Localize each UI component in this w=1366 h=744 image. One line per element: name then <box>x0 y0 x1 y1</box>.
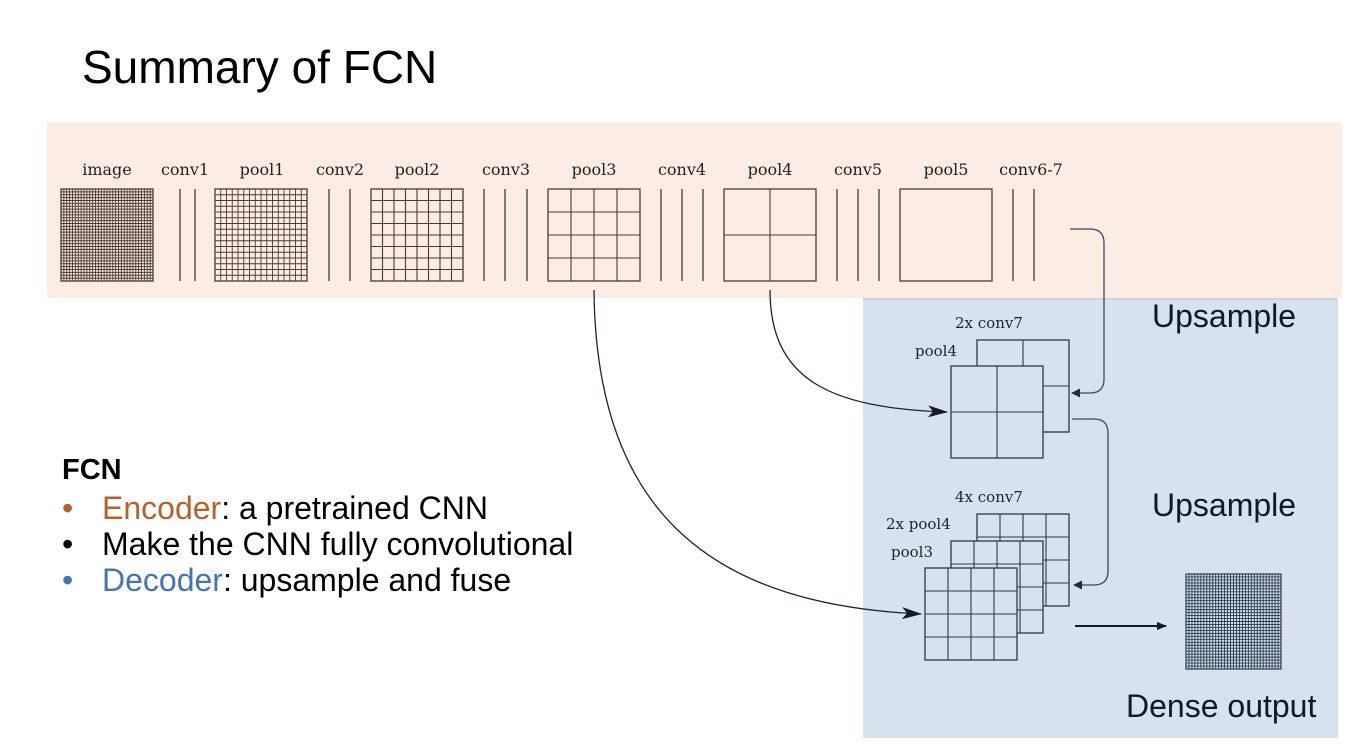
skip-arrow-pool4 <box>769 289 948 418</box>
layer-label-conv1: conv1 <box>160 160 210 179</box>
stage1-front-grid <box>950 365 1044 459</box>
layer-label-conv5: conv5 <box>833 160 883 179</box>
bullet-list: FCN • Encoder: a pretrained CNN • Make t… <box>62 452 573 598</box>
upsample-label-2: Upsample <box>1152 487 1297 523</box>
label-4x-conv7: 4x conv7 <box>955 488 1023 506</box>
dense-output-label: Dense output <box>1126 688 1317 724</box>
bullet-item-encoder: • Encoder: a pretrained CNN <box>62 490 573 526</box>
bullet-text: : a pretrained CNN <box>221 490 488 526</box>
bullet-dot: • <box>62 526 74 562</box>
layer-label-pool3: pool3 <box>571 160 617 179</box>
bullet-item-decoder: • Decoder: upsample and fuse <box>62 562 573 598</box>
skip-arrow-pool3 <box>593 289 922 620</box>
layer-label-conv4: conv4 <box>657 160 707 179</box>
layer-pool1-grid <box>214 188 308 282</box>
stage2-front-grid <box>924 567 1018 661</box>
decoder-highlight: Decoder <box>102 562 223 598</box>
bullet-text: : upsample and fuse <box>222 562 512 598</box>
upsample-arrow-2 <box>1072 418 1109 590</box>
layer-label-pool4: pool4 <box>747 160 793 179</box>
encoder-layers <box>60 188 1035 282</box>
layer-pool4-grid <box>723 188 817 282</box>
layer-pool3-grid <box>547 188 641 282</box>
layer-label-conv3: conv3 <box>481 160 531 179</box>
slide-title: Summary of FCN <box>82 41 438 93</box>
layer-pool5-grid <box>899 188 993 282</box>
bullet-dot: • <box>62 562 74 598</box>
bullet-heading: FCN <box>62 454 122 486</box>
bullet-text: Make the CNN fully convolutional <box>102 526 574 562</box>
encoder-highlight: Encoder <box>102 490 222 526</box>
dense-output-grid <box>1185 573 1282 670</box>
upsample-arrow-1 <box>1070 228 1105 398</box>
label-2x-pool4: 2x pool4 <box>886 515 951 533</box>
label-2x-conv7: 2x conv7 <box>955 314 1023 332</box>
bullet-item-fully-conv: • Make the CNN fully convolutional <box>62 526 573 562</box>
label-pool3: pool3 <box>891 543 934 561</box>
layer-image-grid <box>60 188 154 282</box>
layer-pool2-grid <box>370 188 464 282</box>
upsample-label-1: Upsample <box>1152 298 1297 334</box>
layer-label-pool1: pool1 <box>239 160 285 179</box>
label-pool4: pool4 <box>915 342 958 360</box>
layer-label-pool2: pool2 <box>394 160 440 179</box>
layer-label-image: image <box>82 160 132 179</box>
bullet-dot: • <box>62 490 74 526</box>
layer-label-conv6-7: conv6-7 <box>999 160 1063 179</box>
layer-label-pool5: pool5 <box>923 160 969 179</box>
layer-label-conv2: conv2 <box>315 160 365 179</box>
layer-pool5-grid-frame <box>899 188 993 282</box>
decoder-grids <box>924 339 1282 670</box>
